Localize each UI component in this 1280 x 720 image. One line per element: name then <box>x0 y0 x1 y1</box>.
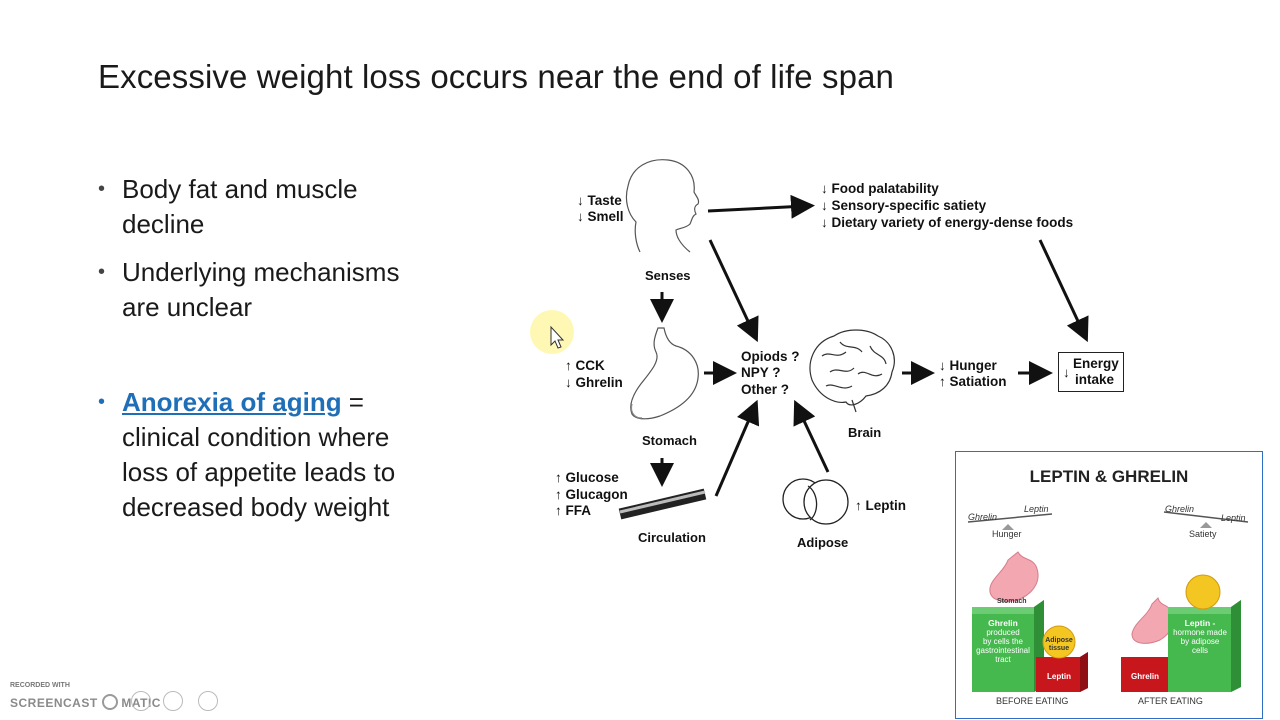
satiety-label: ↓ Sensory-specific satiety <box>821 198 987 213</box>
bullet-definition: • Anorexia of aging = clinical condition… <box>98 387 396 522</box>
stomach-tag: Stomach <box>997 598 1027 605</box>
bullet-dot: • <box>98 391 106 413</box>
pause-icon[interactable] <box>131 691 151 711</box>
leptin-block-label: Leptin - hormone made by adipose cells <box>1173 618 1227 656</box>
satiety-caption: Satiety <box>1189 529 1217 539</box>
adipose-icon <box>782 478 849 525</box>
bullet-dot: • <box>98 261 106 283</box>
npy-label: NPY ? <box>741 365 781 380</box>
leptin-scale-label: Leptin <box>1221 513 1246 523</box>
cck-label: ↑ CCK <box>565 358 605 373</box>
brain-label: Brain <box>848 425 882 440</box>
hunger-caption: Hunger <box>992 529 1022 539</box>
stomach-icon <box>630 327 699 420</box>
adipose-tissue-icon <box>1185 574 1221 610</box>
circulation-label: Circulation <box>638 530 706 545</box>
leptin-ghrelin-panel: LEPTIN & GHRELIN Ghrelin Leptin Hunger G… <box>955 451 1263 719</box>
adipose-label: Adipose <box>797 535 849 550</box>
ghrelin-block <box>972 600 1044 692</box>
brain-icon <box>809 329 895 413</box>
before-eating-caption: BEFORE EATING <box>996 696 1069 706</box>
slide-title: Excessive weight loss occurs near the en… <box>98 58 894 95</box>
bullet-dot: • <box>98 178 106 200</box>
anorexia-of-aging-link[interactable]: Anorexia of aging <box>122 387 342 417</box>
stomach-icon <box>989 551 1039 602</box>
record-icon <box>101 694 118 710</box>
energy-arrow: ↓ <box>1063 365 1070 380</box>
glucagon-label: ↑ Glucagon <box>555 487 628 502</box>
leptin-label: ↑ Leptin <box>855 498 906 513</box>
satiation-label: ↑ Satiation <box>939 374 1007 389</box>
panel-title: LEPTIN & GHRELIN <box>1029 467 1189 486</box>
leptin-small-block <box>1036 652 1088 692</box>
ffa-label: ↑ FFA <box>555 503 591 518</box>
adipose-tissue-icon <box>1042 625 1076 659</box>
stomach-icon <box>1131 597 1174 644</box>
glucose-label: ↑ Glucose <box>555 470 619 485</box>
ghrelin-scale-label: Ghrelin <box>968 512 998 522</box>
bullet-body-fat: • Body fat and muscle decline <box>98 174 358 239</box>
more-icon[interactable] <box>198 691 218 711</box>
ghrelin-block-label: Ghrelin produced by cells the gastrointe… <box>976 618 1030 665</box>
stomach-label: Stomach <box>642 433 697 448</box>
hunger-label: ↓ Hunger <box>939 358 997 373</box>
diagram-arrows <box>650 194 1089 497</box>
hunger-scale-icon <box>967 513 1053 530</box>
dietary-variety-label: ↓ Dietary variety of energy-dense foods <box>821 215 1074 230</box>
senses-label: Senses <box>645 268 691 283</box>
food-palatability-label: ↓ Food palatability <box>821 181 939 196</box>
ghrelin-scale-label: Ghrelin <box>1165 504 1195 514</box>
smell-label: ↓ Smell <box>577 209 624 224</box>
bullet-mechanisms: • Underlying mechanisms are unclear <box>98 257 400 322</box>
head-icon <box>625 159 700 253</box>
watermark-recorded: RECORDED WITH <box>10 682 70 689</box>
leptin-scale-label: Leptin <box>1024 504 1049 514</box>
blood-vessel-icon <box>618 488 707 520</box>
other-label: Other ? <box>741 382 790 397</box>
taste-label: ↓ Taste <box>577 193 622 208</box>
opiods-label: Opiods ? <box>741 349 800 364</box>
ghrelin-label: ↓ Ghrelin <box>565 375 623 390</box>
ghrelin-small-label: Ghrelin <box>1130 672 1159 681</box>
satiety-scale-icon <box>1163 511 1249 528</box>
leptin-small-label: Leptin <box>1047 672 1071 681</box>
cursor-icon <box>530 310 574 354</box>
zoom-icon[interactable] <box>163 691 183 711</box>
leptin-block <box>1168 600 1241 692</box>
panel-illustration <box>967 511 1249 692</box>
energy-intake-box: ↓ Energy intake <box>1058 352 1124 392</box>
after-eating-caption: AFTER EATING <box>1138 696 1203 706</box>
ghrelin-small-block <box>1121 652 1176 692</box>
